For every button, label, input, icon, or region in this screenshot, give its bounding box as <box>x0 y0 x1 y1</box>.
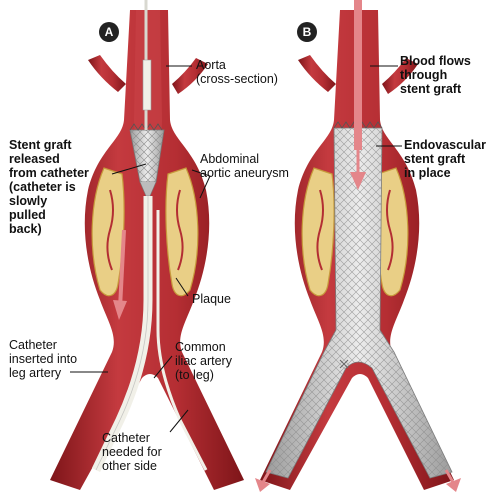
label-iliac: Common iliac artery (to leg) <box>175 340 232 382</box>
label-aneurysm: Abdominal aortic aneurysm <box>200 152 289 180</box>
label-catheter-other: Catheter needed for other side <box>102 431 162 473</box>
label-blood-flows: Blood flows through stent graft <box>400 54 471 96</box>
leader-plaque <box>175 277 189 297</box>
leader-catheter-other <box>169 409 189 433</box>
panel-b-left-branch <box>298 55 336 92</box>
label-catheter-inserted: Catheter inserted into leg artery <box>9 338 78 380</box>
leader-aneurysm <box>191 169 211 199</box>
leader-iliac <box>153 355 173 379</box>
panel-a-stent-graft <box>129 123 165 197</box>
label-stent-released: Stent graft released from catheter (cath… <box>9 138 89 236</box>
panel-a-pullback-arrow <box>113 229 127 320</box>
leader-lines <box>70 65 402 433</box>
panel-a-left-branch <box>88 55 126 92</box>
panel-b-badge: B <box>297 22 317 42</box>
panel-b-plaque-left <box>301 167 335 297</box>
panel-a-plaque-right <box>165 167 199 297</box>
panel-a-catheter <box>91 0 208 472</box>
panel-a-plaque-left <box>91 167 125 297</box>
panel-a-badge: A <box>99 22 119 42</box>
label-endovascular: Endovascular stent graft in place <box>404 138 486 180</box>
leader-stent-released <box>111 163 147 175</box>
panel-b-right-branch <box>382 58 418 94</box>
panel-b-stent-graft <box>265 121 453 479</box>
panel-a-right-branch <box>172 58 208 94</box>
label-plaque: Plaque <box>192 292 231 306</box>
panel-b-flow-arrows <box>255 0 461 492</box>
label-aorta: Aorta (cross-section) <box>196 58 278 86</box>
